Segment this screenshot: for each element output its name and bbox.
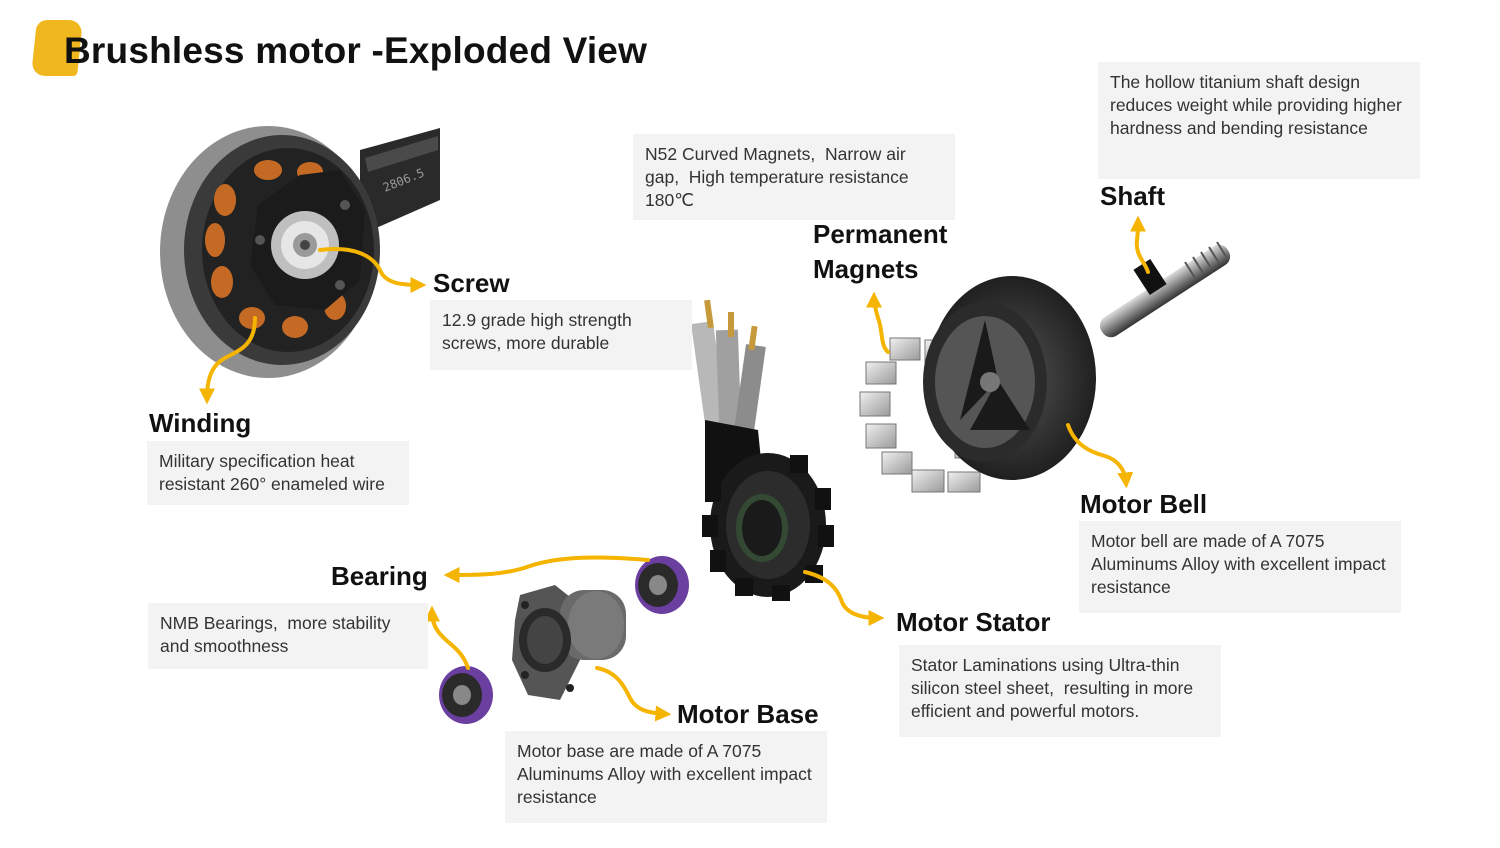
bearing-description: NMB Bearings, more stability and smoothn… bbox=[148, 603, 428, 669]
screw-label: Screw bbox=[433, 268, 510, 298]
motor-bell-description: Motor bell are made of A 7075 Aluminums … bbox=[1079, 521, 1401, 613]
motor-bell-label: Motor Bell bbox=[1080, 489, 1208, 519]
magnets-description: N52 Curved Magnets, Narrow air gap, High… bbox=[633, 134, 955, 220]
base-arrow bbox=[595, 666, 672, 722]
winding-arrow bbox=[199, 316, 257, 405]
magnets-arrow bbox=[866, 291, 890, 354]
winding-label: Winding bbox=[149, 408, 252, 438]
bell-arrow bbox=[1066, 423, 1134, 489]
motor-base-description: Motor base are made of A 7075 Aluminums … bbox=[505, 731, 827, 823]
callout-arrows bbox=[199, 215, 1150, 722]
bearing-lower-image bbox=[439, 666, 493, 724]
motor-stator-label: Motor Stator bbox=[896, 607, 1051, 637]
stator-image bbox=[691, 299, 834, 601]
page-title: Brushless motor -Exploded View bbox=[64, 30, 648, 71]
bearing-label: Bearing bbox=[331, 561, 428, 591]
bearing-upper-image bbox=[635, 556, 689, 614]
shaft-label: Shaft bbox=[1100, 181, 1165, 211]
screw-description: 12.9 grade high strength screws, more du… bbox=[430, 300, 692, 370]
motor-base-image bbox=[512, 585, 626, 700]
screw-arrow bbox=[318, 247, 427, 293]
shaft-arrow bbox=[1129, 215, 1150, 274]
shaft-image bbox=[1099, 241, 1231, 338]
bearing-lower-arrow bbox=[424, 605, 470, 670]
stator-arrow bbox=[803, 570, 885, 626]
motor-base-label: Motor Base bbox=[677, 699, 819, 729]
bearing-arrow bbox=[443, 555, 650, 583]
shaft-description: The hollow titanium shaft design reduces… bbox=[1098, 62, 1420, 179]
magnets-label-line2: Magnets bbox=[813, 254, 919, 284]
magnets-label-line1: Permanent bbox=[813, 219, 948, 249]
motor-bell-image bbox=[923, 276, 1096, 480]
motor-stator-description: Stator Laminations using Ultra-thin sili… bbox=[899, 645, 1221, 737]
assembled-motor-image: 2806.5 bbox=[160, 126, 440, 378]
winding-description: Military specification heat resistant 26… bbox=[147, 441, 409, 505]
